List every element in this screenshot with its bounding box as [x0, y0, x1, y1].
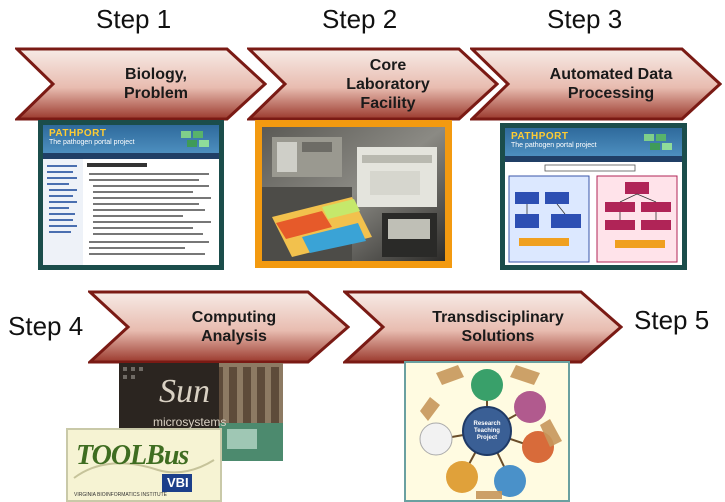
laboratory-photo: [255, 120, 452, 268]
chevron-3-text: Automated Data Processing: [549, 66, 673, 102]
step-1-label: Step 1: [96, 4, 172, 34]
pathport-page-content: [43, 159, 211, 265]
toolbus-text: TOOLBus: [76, 440, 189, 471]
pathport-logo-1: PATHPORT: [49, 128, 107, 139]
chevron-core-laboratory: Core Laboratory Facility: [247, 47, 499, 121]
chevron-automated-data: Automated Data Processing: [470, 47, 722, 121]
pathport-logo-2: PATHPORT: [511, 131, 569, 142]
toolbus-caption: VIRGINIA BIOINFORMATICS INSTITUTE: [74, 492, 167, 498]
step-5-label: Step 5: [634, 305, 710, 335]
sun-logo-text: Sun: [159, 373, 210, 410]
step-4-label: Step 4: [8, 311, 84, 341]
chevron-biology-problem: Biology, Problem: [15, 47, 267, 121]
chevron-1-text: Biology, Problem: [123, 66, 188, 102]
research-center-label: Research Teaching Project: [473, 421, 501, 441]
step-2-label: Step 2: [322, 4, 398, 34]
pathport-screenshot-1: PATHPORT The pathogen portal project: [38, 120, 224, 270]
research-teaching-diagram: Research Teaching Project: [404, 361, 570, 502]
pathport-subtitle-2: The pathogen portal project: [511, 142, 597, 149]
pathport-subtitle-1: The pathogen portal project: [49, 139, 135, 146]
pathport-flowchart: [508, 164, 678, 263]
pathport-screenshot-2: PATHPORT The pathogen portal project: [500, 123, 687, 270]
chevron-5-text: Transdisciplinary Solutions: [432, 309, 564, 345]
chevron-4-text: Computing Analysis: [191, 309, 277, 345]
vbi-logo-text: VBI: [167, 475, 189, 490]
toolbus-logo: TOOLBus VBI VIRGINIA BIOINFORMATICS INST…: [66, 428, 222, 502]
chevron-computing-analysis: Computing Analysis: [88, 290, 350, 364]
pathport-emblem-icon: [644, 134, 672, 150]
chevron-transdisciplinary: Transdisciplinary Solutions: [343, 290, 623, 364]
step-3-label: Step 3: [547, 4, 623, 34]
chevron-2-text: Core Laboratory Facility: [346, 56, 430, 112]
pathport-emblem-icon: [181, 131, 209, 147]
sun-logo-subtext: microsystems: [153, 415, 227, 429]
